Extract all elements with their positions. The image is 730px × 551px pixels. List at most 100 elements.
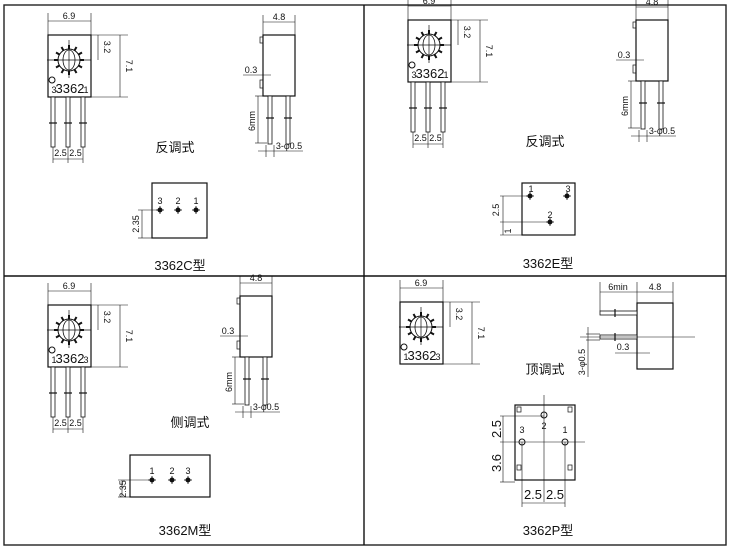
pin-number: 2 [175, 196, 180, 206]
outline [239, 295, 273, 358]
adjust-type-label: 顶调式 [525, 362, 564, 377]
pin-length-dimension: 6mm [224, 372, 234, 392]
pin-height-dimension: 2.35 [118, 480, 128, 498]
height-dimension: 7.1 [476, 327, 486, 340]
model-caption: 3362M型 [159, 523, 212, 538]
pin-number: 2 [541, 421, 546, 431]
terminal-pin [244, 356, 250, 406]
outline [521, 182, 576, 236]
line [78, 321, 83, 326]
width-dimension: 6.9 [63, 281, 76, 291]
pitch-dimension-left: 2.5 [54, 148, 67, 158]
pin-number: 1 [528, 184, 533, 194]
pin-number: 1 [193, 196, 198, 206]
pin-number: 3 [185, 466, 190, 476]
pin-label-left: 1 [403, 352, 408, 362]
sheet-border [3, 4, 727, 546]
pin-label-left: 1 [51, 355, 56, 365]
index-mark-icon [48, 346, 56, 354]
corner-tab [516, 406, 522, 413]
pin-number: 3 [519, 425, 524, 435]
pin-diameter-dimension: 3-φ0.5 [276, 141, 302, 151]
line [60, 339, 65, 344]
terminal-pin [50, 96, 56, 148]
index-mark-icon [400, 343, 408, 351]
height-dimension: 7.1 [484, 45, 494, 58]
line [415, 36, 420, 41]
model-caption: 3362P型 [523, 523, 574, 538]
outline [399, 301, 444, 365]
corner-tab [567, 464, 573, 471]
pin-number: 2 [547, 210, 552, 220]
pin-label-left: 3 [411, 70, 416, 80]
pin-label-left: 3 [51, 85, 56, 95]
terminal-pin [80, 366, 86, 418]
line [438, 49, 443, 54]
line [55, 334, 60, 339]
line [412, 313, 417, 318]
pin-length-dimension: 6min [608, 282, 628, 292]
pitch-dimension: 2.5 [524, 487, 542, 502]
vertical-dimension: 3.6 [489, 454, 504, 472]
gap-dimension: 0.3 [222, 326, 235, 336]
outline [514, 404, 576, 481]
line [60, 69, 65, 74]
pin-offset-dimension: 2.5 [491, 204, 501, 217]
adjust-type-label: 反调式 [525, 134, 564, 149]
pin-height-dimension: 2.35 [131, 215, 141, 233]
pitch-dimension-right: 2.5 [69, 418, 82, 428]
terminal-pin [425, 81, 431, 133]
corner-tab [567, 406, 573, 413]
terminal-pin [599, 310, 638, 316]
line [78, 64, 83, 69]
tab [259, 36, 264, 44]
depth-dimension: 4.8 [646, 0, 659, 7]
line [430, 331, 435, 336]
outline [151, 182, 208, 239]
gap-dimension: 0.3 [245, 65, 258, 75]
terminal-pin [80, 96, 86, 148]
pin-label-right: 3 [435, 352, 440, 362]
tab [236, 297, 241, 305]
pin-number: 1 [149, 466, 154, 476]
tab [632, 21, 637, 29]
outline [262, 34, 296, 97]
pin-diameter-dimension: 3-φ0.5 [649, 126, 675, 136]
line [73, 316, 78, 321]
dial-offset-dimension: 3.2 [102, 41, 112, 54]
line [55, 321, 60, 326]
depth-dimension: 4.8 [273, 12, 286, 22]
dial-offset-dimension: 3.2 [454, 308, 464, 321]
line [433, 31, 438, 36]
line [412, 336, 417, 341]
model-mark: 3362 [56, 81, 85, 96]
index-mark-icon [48, 76, 56, 84]
pin-label-right: 3 [83, 355, 88, 365]
line [73, 339, 78, 344]
line [433, 54, 438, 59]
terminal-pin [640, 80, 646, 130]
line [415, 49, 420, 54]
model-caption: 3362C型 [154, 258, 205, 273]
line [425, 313, 430, 318]
line [438, 36, 443, 41]
tab [259, 79, 264, 89]
terminal-pin [65, 96, 71, 148]
adjust-type-label: 侧调式 [170, 415, 209, 430]
terminal-pin [658, 80, 664, 130]
outline [635, 19, 669, 82]
